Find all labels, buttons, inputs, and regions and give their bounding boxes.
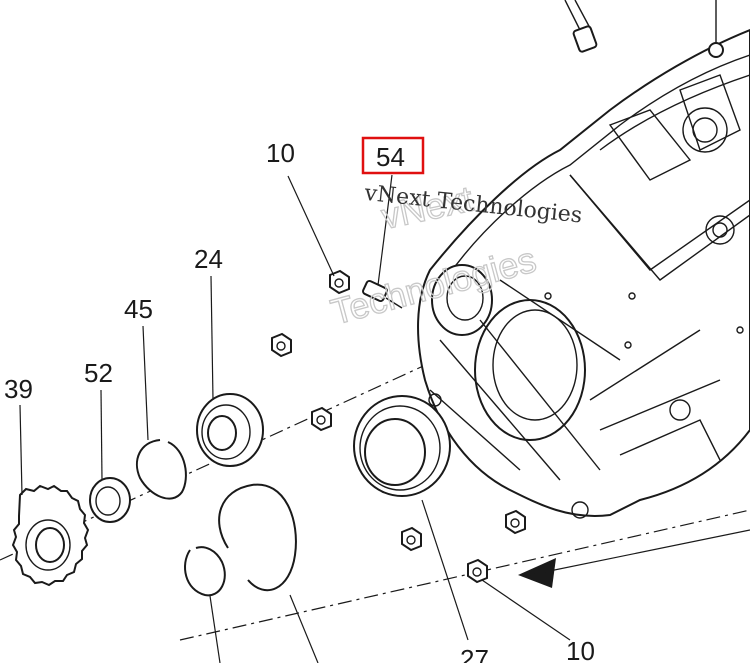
transmission-housing <box>417 28 750 519</box>
leader-ring-small <box>209 595 221 663</box>
callout-39: 39 <box>4 374 33 404</box>
leader-54 <box>377 174 393 286</box>
nut-left-2 <box>311 406 332 432</box>
small-snap-ring <box>184 546 226 597</box>
spacer-ring <box>89 477 131 523</box>
nut-bottom-3 <box>467 558 488 584</box>
lower-axis <box>179 509 750 641</box>
callout-52: 52 <box>84 358 113 388</box>
callout-54-highlight-box <box>361 136 425 175</box>
large-snap-ring <box>218 483 297 592</box>
leader-52 <box>100 389 103 481</box>
oil-seal <box>353 395 451 497</box>
leader-10-bottom <box>481 579 571 641</box>
callout-27: 27 <box>460 644 489 663</box>
leader-24 <box>210 275 214 401</box>
callout-10-bottom: 10 <box>566 636 595 663</box>
bolt-top <box>564 0 724 58</box>
callout-10-top: 10 <box>266 138 295 168</box>
circlip-45 <box>135 439 187 500</box>
ball-bearing <box>196 393 264 467</box>
direction-arrow <box>518 529 750 588</box>
leader-39 <box>19 404 23 496</box>
leader-27 <box>421 499 469 641</box>
nut-bottom-1 <box>401 526 422 552</box>
leader-45 <box>142 325 149 441</box>
nut-left-1 <box>271 332 292 358</box>
leader-10-top <box>287 175 335 277</box>
callout-45: 45 <box>124 294 153 324</box>
gear <box>11 484 90 587</box>
nut-bottom-2 <box>505 509 526 535</box>
callout-54: 54 <box>376 142 405 172</box>
nut-upper <box>329 269 350 295</box>
callout-24: 24 <box>194 244 223 274</box>
leader-ring-large <box>289 594 319 663</box>
